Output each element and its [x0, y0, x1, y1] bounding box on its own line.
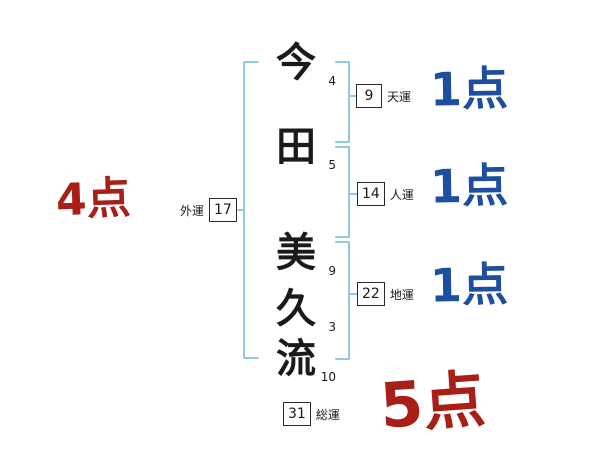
outer-luck-bracket: [243, 61, 259, 359]
outer-luck: 外運 17: [180, 198, 237, 222]
total-luck: 31 総運: [283, 402, 340, 426]
stroke-count: 10: [320, 370, 336, 384]
outer-luck-label: 外運: [180, 203, 205, 218]
name-char-glyph: 久: [276, 286, 316, 332]
stroke-count: 9: [328, 264, 336, 278]
name-char-glyph: 流: [276, 336, 316, 382]
name-char-2: 田 5: [272, 124, 336, 172]
stroke-count: 4: [328, 74, 336, 88]
heaven-luck-score: 1点: [429, 61, 509, 117]
person-luck-label: 人運: [389, 187, 414, 202]
person-luck: 14 人運: [357, 182, 414, 206]
name-char-glyph: 美: [276, 230, 316, 276]
stroke-count: 3: [328, 320, 336, 334]
name-char-4: 久 3: [272, 286, 336, 334]
earth-luck-value: 22: [357, 282, 385, 306]
earth-luck: 22 地運: [357, 282, 414, 306]
person-luck-bracket: [335, 146, 350, 238]
total-luck-value: 31: [283, 402, 311, 426]
total-luck-score: 5点: [377, 362, 488, 443]
heaven-luck-value: 9: [356, 84, 382, 108]
total-luck-label: 総運: [315, 407, 340, 422]
earth-luck-bracket: [335, 241, 350, 360]
earth-luck-score: 1点: [429, 257, 509, 313]
earth-luck-label: 地運: [389, 287, 414, 302]
outer-luck-value: 17: [209, 198, 237, 222]
name-char-glyph: 田: [276, 124, 316, 170]
name-char-3: 美 9: [272, 230, 336, 278]
stroke-count: 5: [328, 158, 336, 172]
outer-luck-score: 4点: [55, 172, 132, 227]
name-char-5: 流 10: [272, 336, 336, 384]
heaven-luck: 9 天運: [356, 84, 411, 108]
name-char-1: 今 4: [272, 40, 336, 88]
person-luck-score: 1点: [429, 158, 509, 214]
heaven-luck-label: 天運: [387, 89, 412, 104]
person-luck-value: 14: [357, 182, 385, 206]
name-char-glyph: 今: [276, 40, 316, 86]
heaven-luck-bracket: [335, 61, 350, 143]
